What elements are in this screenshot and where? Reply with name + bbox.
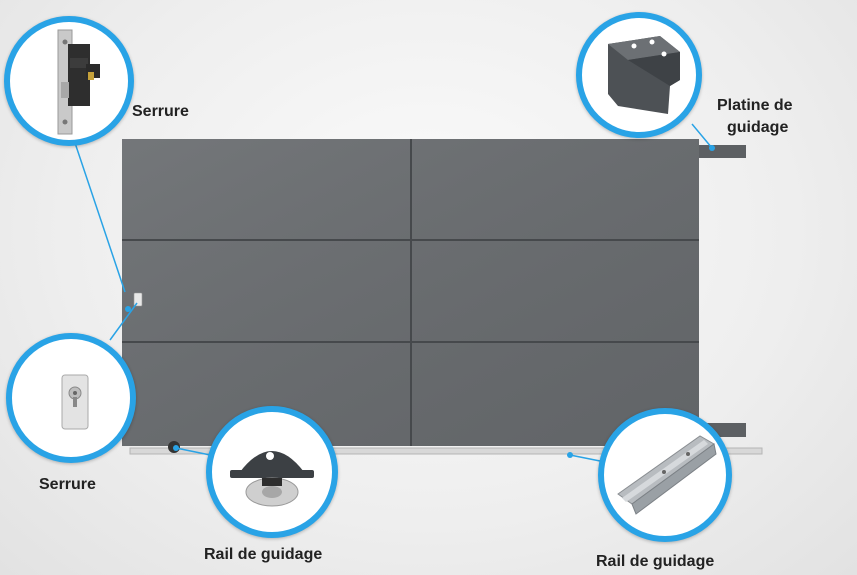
label-rail: Rail de guidage [596, 553, 715, 570]
lock-top-zoom [4, 16, 134, 146]
guide-plate-zoom [576, 12, 702, 138]
label-guide-plate-line2: guidage [727, 119, 789, 136]
leader-lock-bottom [109, 302, 138, 341]
top-guide-bracket [697, 145, 746, 158]
key-cylinder-icon [61, 374, 89, 430]
leader-lock-top [69, 127, 126, 293]
leader-dot-lock [125, 306, 131, 312]
ground-rail [129, 447, 763, 455]
guide-plate-icon [608, 36, 680, 114]
rail-zoom [598, 408, 732, 542]
gate-lock-plate [133, 292, 143, 307]
leader-guide-plate [691, 123, 713, 149]
roller-wheel-icon [230, 451, 314, 507]
leader-dot-rail [567, 452, 573, 458]
label-lock-bottom: Serrure [39, 476, 96, 493]
label-lock-top: Serrure [132, 103, 189, 120]
leader-dot-wheel [173, 445, 179, 451]
label-wheel: Rail de guidage [204, 546, 323, 563]
wheel-zoom [206, 406, 338, 538]
metal-rail-icon [617, 435, 717, 515]
mortise-lock-icon [57, 29, 100, 135]
label-guide-plate-line1: Platine de [717, 97, 793, 114]
leader-dot-guide-plate [709, 145, 715, 151]
lock-bottom-zoom [6, 333, 136, 463]
